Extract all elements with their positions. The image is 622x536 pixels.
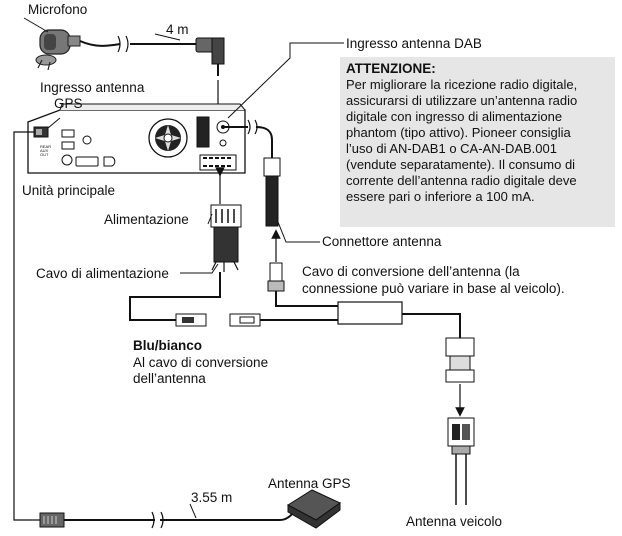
unit-rear-aux-tag: REAR AUX OUT [40,144,52,157]
power-connector-port-icon [199,154,237,171]
gps-antenna-label: Antenna GPS [268,476,351,491]
blue-white-label: Blu/bianco [133,338,203,353]
vehicle-antenna-label: Antenna veicolo [406,514,503,529]
vehicle-antenna-plug-icon [447,417,475,505]
blue-white-wire [129,272,221,321]
gps-connector-icon [39,512,65,528]
gps-input-label-line1: Ingresso antenna [40,80,145,95]
to-conversion-label-line1: Al cavo di conversione [133,355,269,370]
leader-lines [23,17,344,274]
gps-input-port-icon [33,126,49,138]
microphone-icon [35,29,81,71]
cooling-fan-icon [148,118,188,158]
conversion-box-icon [337,301,403,325]
wire-terminal-left-icon [175,313,207,327]
usb-ports-icon [61,129,75,150]
gps-cable [13,131,40,521]
conversion-cable-label-line2: connessione può variare in base al veico… [302,281,565,296]
power-cable-label: Cavo di alimentazione [36,266,169,281]
conversion-cable-label-line1: Cavo di conversione dell’antenna (la [302,264,520,279]
main-unit-label: Unità principale [22,183,116,198]
attention-box: ATTENZIONE: Per migliorare la ricezione … [340,57,615,227]
gps-length-label: 3.55 m [191,490,233,505]
attention-title: ATTENZIONE: [346,61,436,76]
gps-antenna-icon [287,489,341,529]
hdmi-port-icon [75,156,116,167]
dab-cable [223,119,273,158]
vehicle-connector-icon [445,337,475,383]
microphone-label: Microfono [28,2,88,17]
to-conversion-label-line2: dell’antenna [133,371,206,386]
attention-body: Per migliorare la ricezione radio digita… [346,77,578,204]
dab-connector-icon [263,157,281,227]
antenna-connector-label: Connettore antenna [322,234,442,249]
power-cable-bundle [211,226,239,272]
wire-terminal-right-icon [229,313,261,327]
power-label: Alimentazione [104,212,189,227]
dab-input-label: Ingresso antenna DAB [346,36,482,51]
gps-input-label-line2: GPS [54,96,83,111]
gps-length-tick [189,503,197,519]
microphone-plug-icon [195,37,225,76]
conversion-cable [260,291,461,338]
microphone-cable [79,35,196,53]
gps-antenna-cable [64,507,299,529]
antenna-plug-icon [267,262,285,292]
mic-length-label: 4 m [166,22,189,37]
power-plug-icon [210,204,242,228]
aux-jacks-icon [61,135,92,166]
